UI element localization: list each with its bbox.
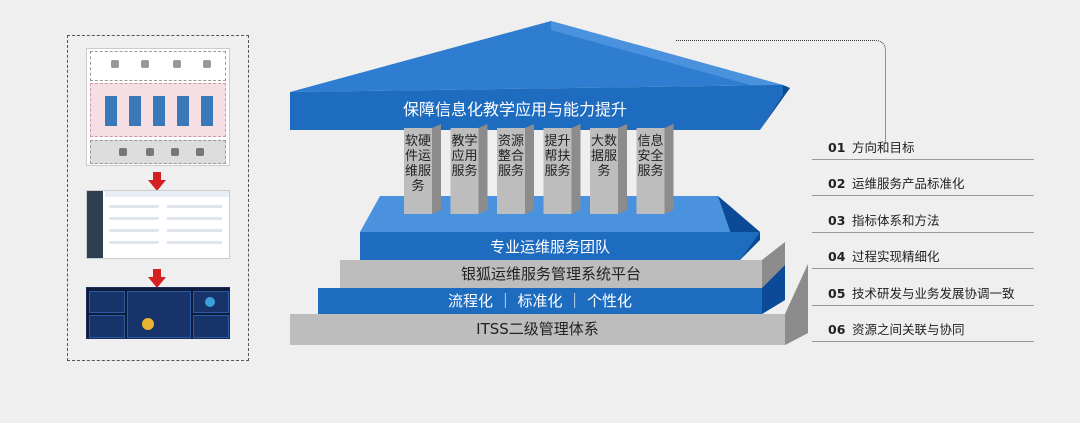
connector-line <box>676 40 886 144</box>
server-icon <box>173 60 181 68</box>
row <box>109 229 159 232</box>
pillar-side <box>432 124 441 214</box>
pillar <box>590 128 618 214</box>
top-bar <box>105 191 229 197</box>
list-item: 05 技术研发与业务发展协调一致 <box>812 284 1034 306</box>
pillar-side <box>571 124 581 214</box>
thumb-row-top <box>90 51 226 81</box>
panel <box>89 291 125 313</box>
pillar-label: 大数据服务 <box>590 134 617 179</box>
dashboard-thumbnail <box>86 287 230 339</box>
pillar-side <box>618 124 627 214</box>
module-block <box>105 96 117 126</box>
map-panel <box>127 291 191 338</box>
pillar-label: 提升帮扶服务 <box>544 134 571 179</box>
list-item-text: 运维服务产品标准化 <box>852 176 965 191</box>
row <box>109 241 159 244</box>
management-screen-thumbnail <box>86 190 230 259</box>
pillars <box>404 124 674 214</box>
list-item-number: 01 <box>828 140 846 155</box>
pillar-side <box>664 124 674 214</box>
layer-itss <box>290 264 808 345</box>
arrow-down-icon <box>148 269 166 288</box>
pillar-label: 信息安全服务 <box>637 134 664 179</box>
reference-panel <box>67 35 249 361</box>
row <box>109 217 159 220</box>
cloud-icon <box>146 148 154 156</box>
module-block <box>129 96 141 126</box>
list-item-number: 02 <box>828 176 846 191</box>
server-icon <box>141 60 149 68</box>
server-icon <box>111 60 119 68</box>
row <box>167 205 222 208</box>
pillar-side <box>478 124 488 214</box>
pillar-label: 教学应用服务 <box>451 134 478 179</box>
layer-process <box>318 242 785 314</box>
list-item-text: 技术研发与业务发展协调一致 <box>852 286 1015 301</box>
pillar-label: 软硬件运维服务 <box>404 134 431 194</box>
list-item-text: 指标体系和方法 <box>852 213 940 228</box>
pillar <box>450 128 479 214</box>
home-icon <box>196 148 204 156</box>
list-item-number: 05 <box>828 286 846 301</box>
list-item-text: 方向和目标 <box>852 140 915 155</box>
list-item: 01 方向和目标 <box>812 138 1034 160</box>
list-item: 06 资源之间关联与协同 <box>812 320 1034 342</box>
row <box>109 205 159 208</box>
module-block <box>153 96 165 126</box>
layer-platform <box>340 242 785 288</box>
layer-label-itss: ITSS二级管理体系 <box>476 320 599 338</box>
list-item: 02 运维服务产品标准化 <box>812 174 1034 196</box>
cloud-icon <box>119 148 127 156</box>
list-item-number: 04 <box>828 249 846 264</box>
pillar <box>497 128 525 214</box>
module-block <box>201 96 213 126</box>
cloud-icon <box>171 148 179 156</box>
row <box>167 229 222 232</box>
list-item-number: 06 <box>828 322 846 337</box>
server-icon <box>203 60 211 68</box>
panel <box>89 315 125 338</box>
pie-icon <box>205 297 215 307</box>
pillar <box>636 128 665 214</box>
list-item: 03 指标体系和方法 <box>812 211 1034 233</box>
arrow-down-icon <box>148 172 166 191</box>
pillar <box>404 128 432 214</box>
thumb-row-bottom <box>90 140 226 164</box>
panel <box>193 315 229 338</box>
layer-label-team: 专业运维服务团队 <box>489 238 610 256</box>
pie-icon <box>142 318 154 330</box>
pillar-label: 资源整合服务 <box>497 134 524 179</box>
sidebar <box>87 191 103 258</box>
roof <box>290 21 790 130</box>
pillar-side <box>525 124 534 214</box>
architecture-thumbnail <box>86 48 230 166</box>
roof-title: 保障信息化教学应用与能力提升 <box>402 100 627 119</box>
row <box>167 241 222 244</box>
layer-label-platform: 银狐运维服务管理系统平台 <box>460 265 641 283</box>
list-item-text: 资源之间关联与协同 <box>852 322 965 337</box>
thumb-row-middle <box>90 83 226 137</box>
module-block <box>177 96 189 126</box>
list-item: 04 过程实现精细化 <box>812 247 1034 269</box>
row <box>167 217 222 220</box>
list-item-number: 03 <box>828 213 846 228</box>
pillar <box>543 128 572 214</box>
list-item-text: 过程实现精细化 <box>852 249 940 264</box>
layer-label-process: 流程化 ｜ 标准化 ｜ 个性化 <box>447 292 633 310</box>
